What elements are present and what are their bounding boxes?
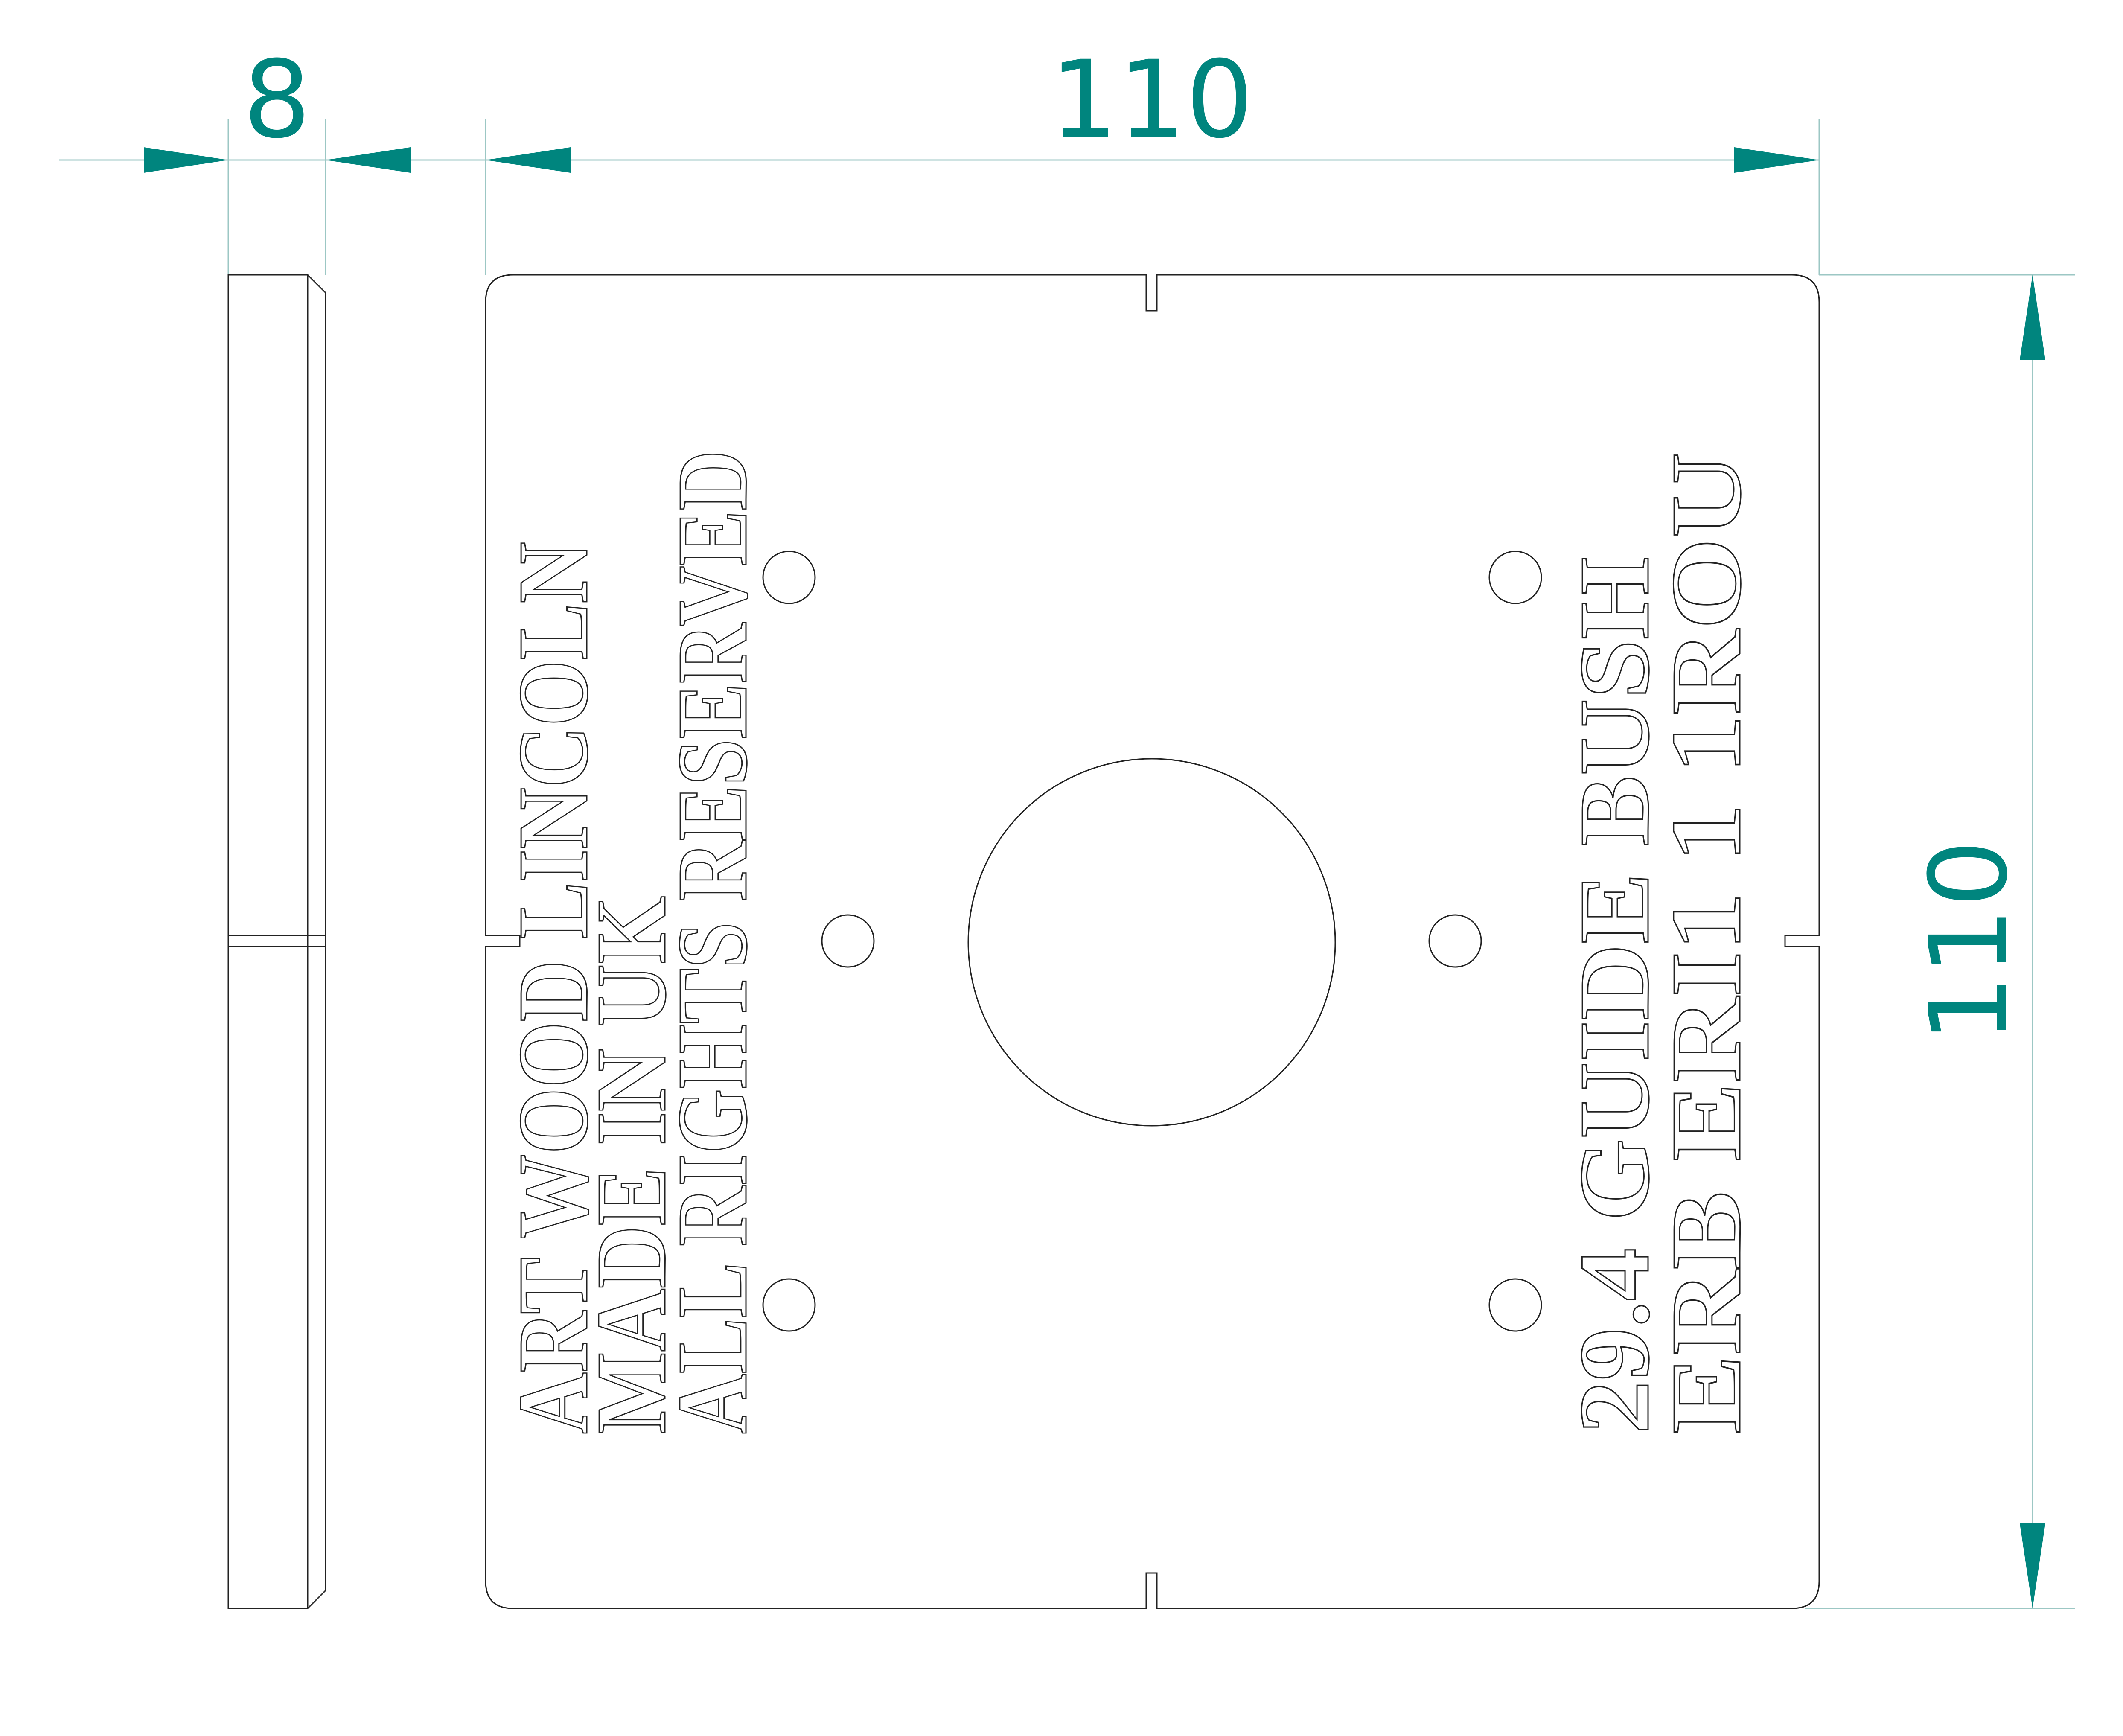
- engraving-line: ART WOOD LINCOLN: [498, 542, 609, 1434]
- arrow-thickness-left: [144, 147, 228, 173]
- dimension-width: 110: [1050, 38, 1253, 162]
- arrow-height-bottom: [2020, 1523, 2045, 1608]
- extension-lines: [59, 119, 2075, 1609]
- arrow-height-top: [2020, 275, 2045, 360]
- engraving-line: ERB ERI1 1 1ROU: [1651, 452, 1762, 1434]
- arrow-width-left: [486, 147, 571, 173]
- arrow-width-right: [1734, 147, 1819, 173]
- dimension-thickness: 8: [243, 38, 311, 162]
- engraving-line: 29.4 GUIDE BUSH: [1559, 557, 1670, 1434]
- mounting-hole: [1488, 1278, 1542, 1332]
- engraving-left: ART WOOD LINCOLN MADE IN UK ALL RIGHTS R…: [497, 450, 769, 1435]
- plate-outline: [485, 274, 1820, 1609]
- engraving-line: MADE IN UK: [576, 896, 687, 1434]
- mounting-hole: [1428, 914, 1482, 968]
- dimension-height: 110: [1907, 839, 2031, 1043]
- dimension-arrows: [144, 147, 2045, 1608]
- arrow-thickness-right: [326, 147, 411, 173]
- mounting-hole: [762, 1278, 816, 1332]
- engraving-line: ALL RIGHTS RESERVED: [657, 450, 768, 1434]
- mounting-hole: [1488, 551, 1542, 604]
- mounting-hole: [762, 551, 816, 604]
- guide-bush-hole: [967, 758, 1336, 1127]
- mounting-hole: [821, 914, 875, 968]
- side-view: [227, 274, 326, 1609]
- engraving-right: 29.4 GUIDE BUSH ERB ERI1 1 1ROU: [1558, 452, 1762, 1435]
